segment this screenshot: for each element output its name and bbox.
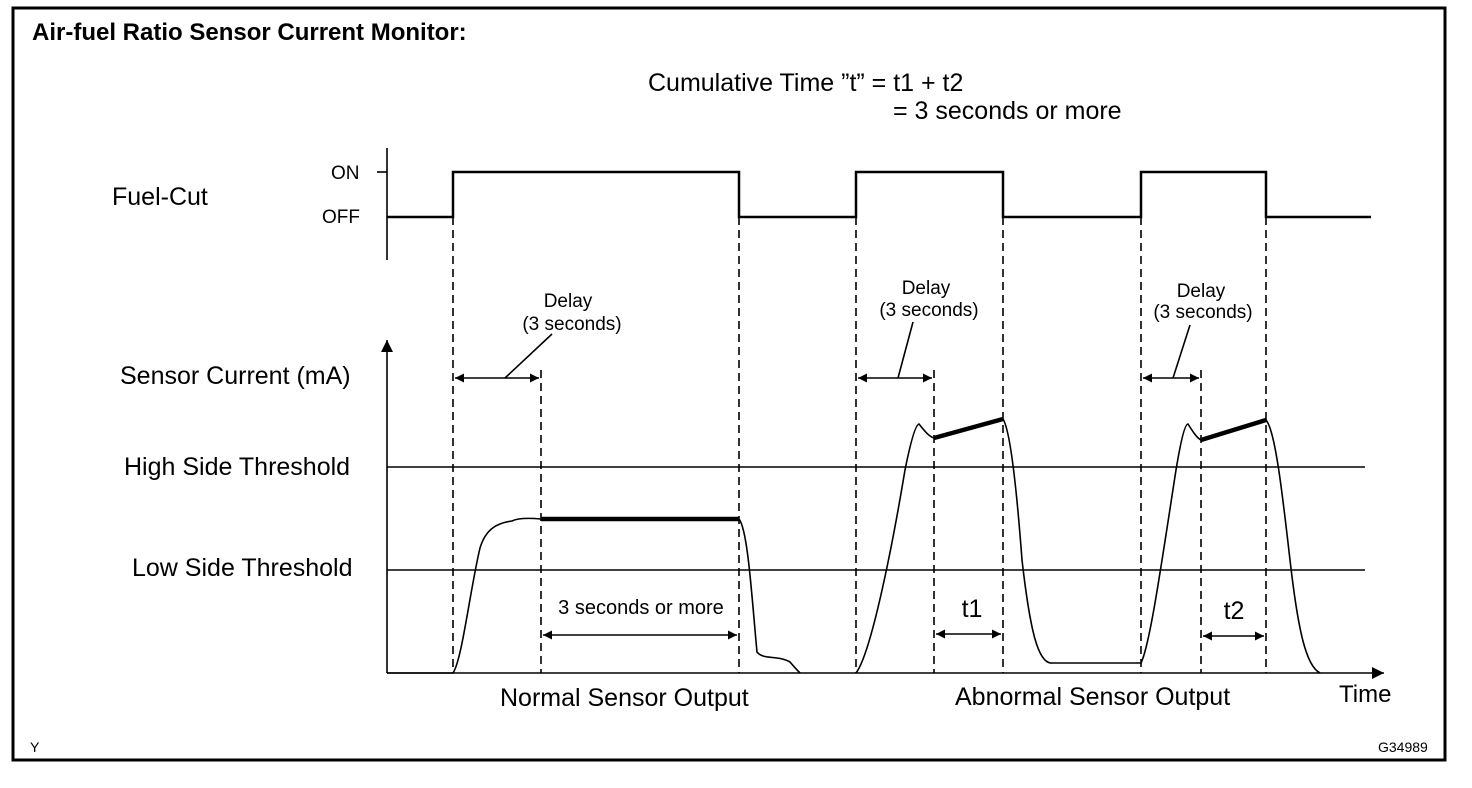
low-threshold-label: Low Side Threshold (132, 554, 353, 582)
t1-span-label: t1 (962, 595, 983, 623)
time-axis-label: Time (1339, 681, 1391, 708)
sensor-current-axis-label: Sensor Current (mA) (120, 362, 351, 390)
formula-line-1: Cumulative Time ”t” = t1 + t2 (648, 69, 963, 97)
fuel-cut-waveform (387, 170, 1371, 219)
fuel-cut-on-label: ON (331, 163, 360, 184)
delay-1-duration: (3 seconds) (522, 314, 621, 335)
fuel-cut-off-label: OFF (322, 207, 360, 228)
monitored-segment-t2 (1200, 417, 1267, 443)
fuel-cut-label: Fuel-Cut (112, 183, 208, 211)
delay-2-duration: (3 seconds) (879, 300, 978, 321)
normal-span-label: 3 seconds or more (558, 597, 724, 619)
delay-3-title: Delay (1177, 281, 1226, 302)
high-threshold-label: High Side Threshold (124, 453, 350, 481)
formula-line-2: = 3 seconds or more (893, 97, 1122, 125)
delay-1-title: Delay (544, 291, 593, 312)
delay-2-leader (897, 321, 914, 379)
footer-left-mark: Y (30, 739, 40, 755)
figure-code: G34989 (1378, 739, 1428, 755)
delay-1-leader (504, 333, 553, 379)
diagram-title: Air-fuel Ratio Sensor Current Monitor: (32, 19, 467, 46)
normal-output-caption: Normal Sensor Output (500, 684, 749, 712)
sensor-current-waveform (387, 418, 1321, 674)
delay-3-duration: (3 seconds) (1153, 302, 1252, 323)
t2-span-label: t2 (1224, 597, 1245, 625)
delay-2-title: Delay (902, 278, 951, 299)
delay-3-leader (1172, 324, 1191, 379)
diagram-frame (11, 6, 1447, 762)
monitored-segment-t1 (933, 416, 1004, 441)
abnormal-output-caption: Abnormal Sensor Output (955, 683, 1230, 711)
